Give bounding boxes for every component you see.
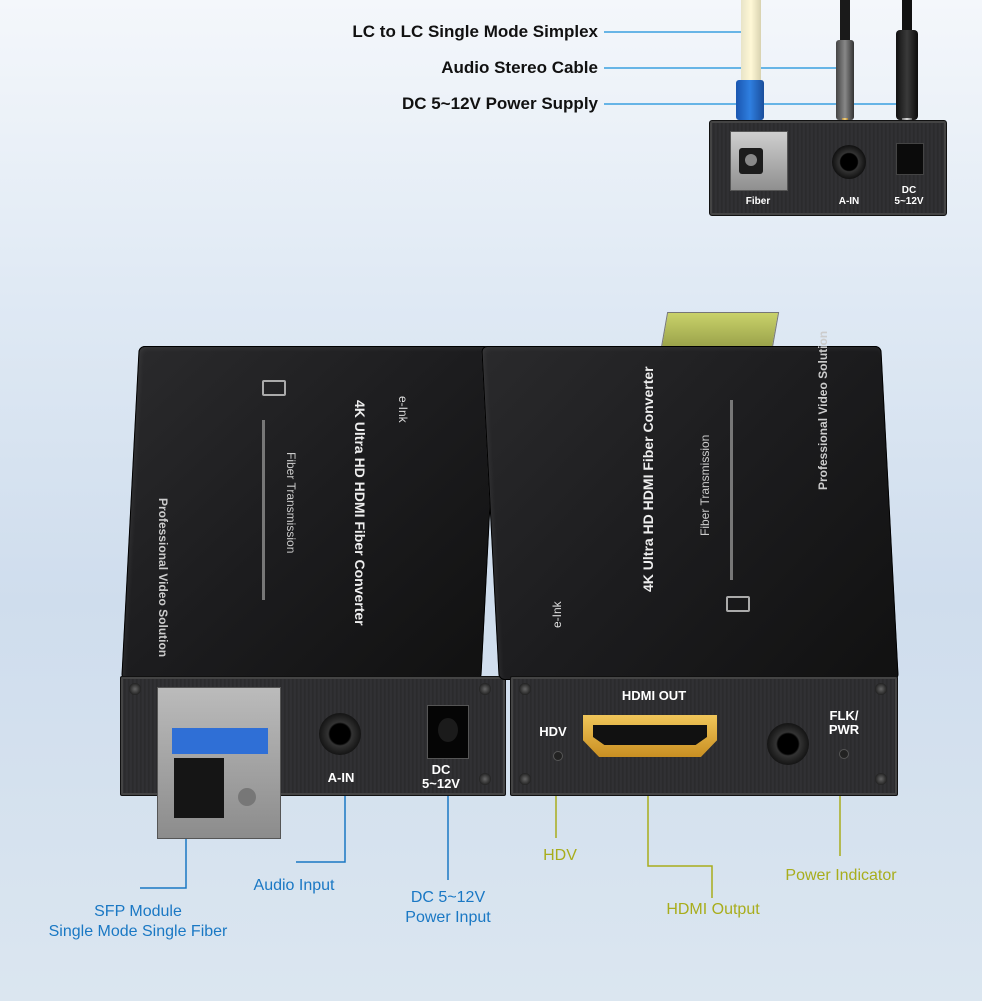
- label-hdv: HDV: [539, 724, 567, 739]
- callout-power-indicator: Power Indicator: [785, 867, 897, 884]
- left-unit-product: 4K Ultra HD HDMI Fiber Converter: [352, 400, 368, 626]
- inset-label-dc-line1: DC: [901, 185, 917, 196]
- left-rear-panel: A-IN DC 5~12V: [120, 676, 506, 839]
- left-label-dc-line2: 5~12V: [422, 776, 460, 791]
- sfp-module: [157, 687, 281, 839]
- left-unit-transmission: Fiber Transmission: [284, 452, 298, 554]
- left-unit-brand: e-Ink: [396, 396, 410, 423]
- audio-plug: [836, 40, 854, 120]
- audio-cable: [840, 0, 850, 40]
- inset-label-fiber: Fiber: [745, 196, 771, 207]
- hdv-led: [553, 751, 563, 761]
- inset-audio-jack: [832, 145, 866, 179]
- left-unit-tagline: Professional Video Solution: [156, 498, 170, 658]
- inset-fiber-port: [730, 131, 788, 191]
- callout-audio-input: Audio Input: [253, 877, 335, 894]
- fiber-cable: [741, 0, 761, 80]
- left-audio-jack: [319, 713, 361, 755]
- power-cable: [902, 0, 912, 40]
- inset-label-ain: A-IN: [838, 196, 860, 207]
- callout-hdv: HDV: [543, 847, 577, 864]
- fiber-connector: [736, 80, 764, 120]
- sfp-latch: [172, 728, 268, 754]
- label-fiber-cable: LC to LC Single Mode Simplex: [352, 22, 598, 41]
- callout-hdmi-output: HDMI Output: [666, 901, 760, 918]
- left-unit-text-area: e-Ink 4K Ultra HD HDMI Fiber Converter F…: [150, 360, 480, 660]
- label-power-supply: DC 5~12V Power Supply: [401, 94, 598, 113]
- left-label-dc: DC 5~12V: [411, 763, 471, 791]
- right-unit-product: 4K Ultra HD HDMI Fiber Converter: [640, 366, 656, 592]
- inset-label-dc-line2: 5~12V: [894, 196, 924, 207]
- left-unit-slot-line: [262, 420, 265, 600]
- label-flk-line2: PWR: [828, 722, 860, 737]
- left-label-ain: A-IN: [327, 770, 355, 785]
- right-unit-brand: e-Ink: [550, 601, 564, 628]
- right-unit-sfp-top: [660, 312, 780, 348]
- callout-sfp: SFP Module Single Mode Single Fiber: [28, 902, 248, 942]
- left-unit-hdmi-icon: [262, 380, 286, 396]
- hdmi-port: [583, 715, 717, 757]
- inset-dc-jack: [896, 143, 924, 175]
- left-dc-jack: [427, 705, 469, 759]
- right-unit-hdmi-icon: [726, 596, 750, 612]
- label-audio-cable: Audio Stereo Cable: [441, 58, 598, 77]
- label-flk-pwr: FLK/ PWR: [817, 709, 871, 737]
- inset-label-dc: DC 5~12V: [882, 185, 936, 207]
- right-rear-panel: HDMI OUT HDV FLK/ PWR: [510, 676, 898, 796]
- inset-rear-panel: Fiber A-IN DC 5~12V: [709, 120, 947, 216]
- callout-dc-power: DC 5~12V Power Input: [392, 888, 504, 928]
- left-label-dc-line1: DC: [431, 762, 451, 777]
- callout-dc-line2: Power Input: [405, 909, 491, 926]
- pwr-led: [839, 749, 849, 759]
- label-flk-line1: FLK/: [829, 708, 859, 723]
- power-plug: [896, 30, 918, 120]
- right-unit-tagline: Professional Video Solution: [816, 330, 830, 490]
- right-unit-transmission: Fiber Transmission: [698, 434, 712, 536]
- right-unit-text-area: e-Ink 4K Ultra HD HDMI Fiber Converter F…: [520, 331, 880, 660]
- callout-sfp-line1: SFP Module: [94, 903, 182, 920]
- right-unit-slot-line: [730, 400, 733, 580]
- callout-sfp-line2: Single Mode Single Fiber: [48, 923, 228, 940]
- label-hdmi-out: HDMI OUT: [621, 688, 687, 703]
- callout-dc-line1: DC 5~12V: [410, 889, 486, 906]
- right-audio-jack: [767, 723, 809, 765]
